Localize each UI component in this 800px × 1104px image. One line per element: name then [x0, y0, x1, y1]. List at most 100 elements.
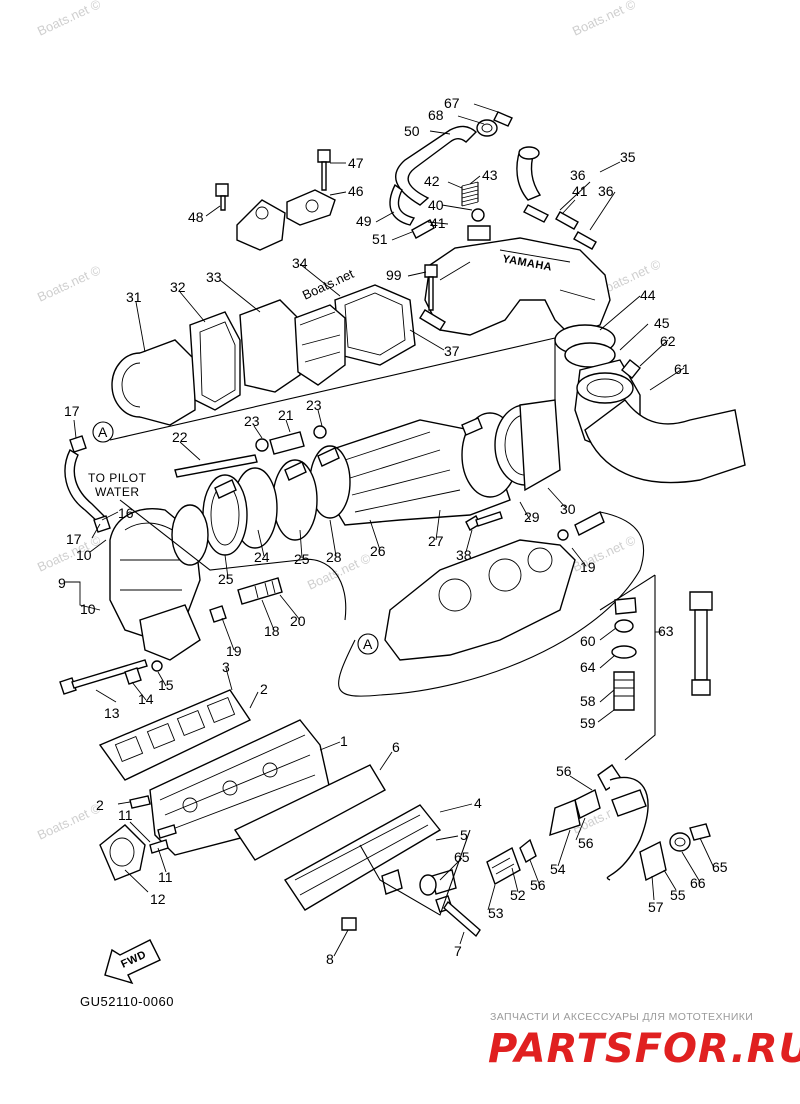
diagram-code: GU52110-0060: [80, 994, 174, 1009]
callout: 47: [348, 155, 364, 171]
callout: 24: [254, 549, 270, 565]
callout: 52: [510, 887, 526, 903]
callout: 41: [572, 183, 588, 199]
callout-a-upper: A: [98, 424, 108, 440]
callout: 36: [598, 183, 614, 199]
callout: 10: [76, 547, 92, 563]
callout: 18: [264, 623, 280, 639]
callout: 60: [580, 633, 596, 649]
callout: 12: [150, 891, 166, 907]
callout: 32: [170, 279, 186, 295]
callout: 50: [404, 123, 420, 139]
callout: 58: [580, 693, 596, 709]
callout: 49: [356, 213, 372, 229]
callout: 21: [278, 407, 294, 423]
callout: 8: [326, 951, 334, 967]
callout: 30: [560, 501, 576, 517]
callout: 35: [620, 149, 636, 165]
callout: 48: [188, 209, 204, 225]
watermark: Boats.net ©: [570, 0, 638, 39]
callout: 15: [158, 677, 174, 693]
ad-tagline: ЗАПЧАСТИ И АКСЕССУАРЫ ДЛЯ МОТОТЕХНИКИ: [490, 1011, 753, 1023]
callout: 22: [172, 429, 188, 445]
callout: 37: [444, 343, 460, 359]
watermarks: Boats.net © Boats.net © Boats.net © Boat…: [35, 0, 663, 843]
callout: 23: [306, 397, 322, 413]
lower-hose-parts: [381, 764, 711, 896]
callout: 63: [658, 623, 674, 639]
callout: 46: [348, 183, 364, 199]
callout: 23: [244, 413, 260, 429]
top-hose-assembly: [215, 111, 597, 251]
note-water: WATER: [95, 485, 140, 499]
callout: 42: [424, 173, 440, 189]
callout: 34: [292, 255, 308, 271]
callout: 61: [674, 361, 690, 377]
callout: 16: [118, 505, 134, 521]
callout: 2: [96, 797, 104, 813]
callout: 7: [454, 943, 462, 959]
callout: 55: [670, 887, 686, 903]
callout: 19: [226, 643, 242, 659]
callout: 67: [444, 95, 460, 111]
callout: 20: [290, 613, 306, 629]
partsfor-ad: ЗАПЧАСТИ И АКСЕССУАРЫ ДЛЯ МОТОТЕХНИКИ PA…: [488, 1011, 800, 1072]
callout: 33: [206, 269, 222, 285]
callout: 14: [138, 691, 154, 707]
callout: 57: [648, 899, 664, 915]
ad-brand: PARTSFOR.RU: [488, 1026, 800, 1072]
callout: 25: [218, 571, 234, 587]
callout: 56: [578, 835, 594, 851]
callout: 19: [580, 559, 596, 575]
callout: 38: [456, 547, 472, 563]
callout: 26: [370, 543, 386, 559]
callout: 4: [474, 795, 482, 811]
callout: 99: [386, 267, 402, 283]
fwd-arrow-icon: FWD: [104, 939, 161, 985]
callout: 65: [712, 859, 728, 875]
right-small-parts: [611, 591, 713, 711]
callout: 62: [660, 333, 676, 349]
callout: 40: [428, 197, 444, 213]
callout: 65: [454, 849, 470, 865]
callout: 59: [580, 715, 596, 731]
callout: 3: [222, 659, 230, 675]
callout: 5: [460, 827, 468, 843]
callout: 45: [654, 315, 670, 331]
callout: 1: [340, 733, 348, 749]
callout: 27: [428, 533, 444, 549]
callout-a-lower: A: [363, 636, 373, 652]
callout: 43: [482, 167, 498, 183]
callout: 51: [372, 231, 388, 247]
note-to-pilot: TO PILOT: [88, 471, 147, 485]
exhaust-pipe-upper: YAMAHA: [334, 237, 611, 366]
callout: 41: [430, 215, 446, 231]
leader-lines: [64, 103, 715, 957]
callout: 54: [550, 861, 566, 877]
exhaust-manifold: [98, 689, 481, 938]
callout: 25: [294, 551, 310, 567]
callout: 31: [126, 289, 142, 305]
callout: 64: [580, 659, 596, 675]
callout: 6: [392, 739, 400, 755]
callout: 13: [104, 705, 120, 721]
callout: 68: [428, 107, 444, 123]
callout: 10: [80, 601, 96, 617]
watermark: Boats.net ©: [35, 800, 103, 843]
callout: 2: [260, 681, 268, 697]
callout-numbers: 67 68 50 47 46 48 43 42 40 49 41 51 36 3…: [58, 95, 728, 967]
callout: 53: [488, 905, 504, 921]
callout: 9: [58, 575, 66, 591]
callout: 29: [524, 509, 540, 525]
muffler-upper: [111, 299, 346, 426]
callout: 11: [158, 869, 173, 885]
callout: 17: [64, 403, 80, 419]
callout: 28: [326, 549, 342, 565]
callout: 56: [530, 877, 546, 893]
engine-block-outline: [119, 499, 645, 697]
watermark: Boats.net ©: [35, 262, 103, 305]
watermark: Boats.net ©: [35, 0, 103, 39]
callout: 11: [118, 807, 133, 823]
exhaust-elbow-right: [554, 324, 746, 484]
callout: 17: [66, 531, 82, 547]
